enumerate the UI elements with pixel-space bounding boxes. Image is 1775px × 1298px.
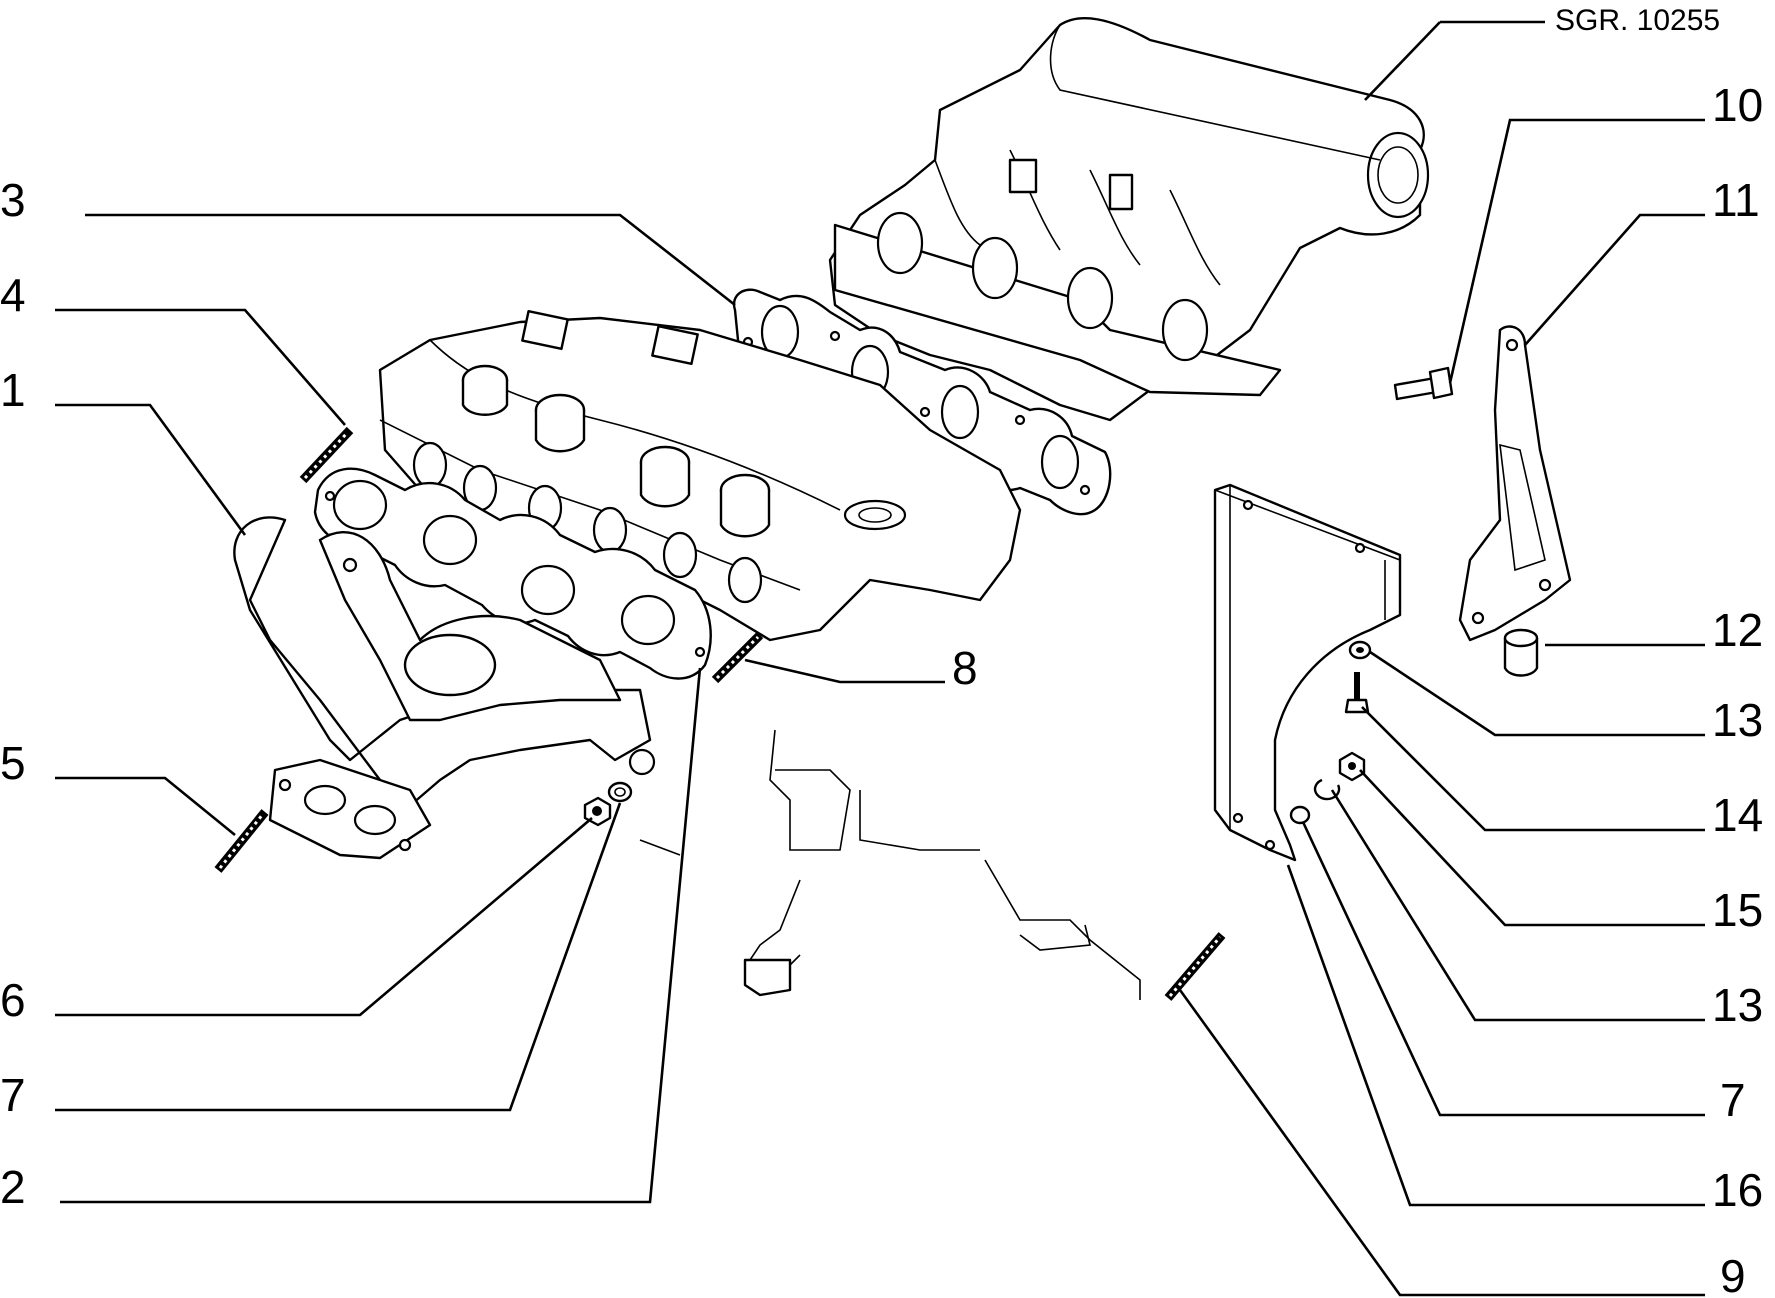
- nut-15: [1338, 751, 1366, 782]
- screw-14: [1344, 672, 1370, 714]
- spacer-12: [1503, 628, 1539, 677]
- callout-14: 14: [1712, 789, 1763, 841]
- callout-7-right: 7: [1720, 1074, 1746, 1126]
- callout-7: 7: [0, 1069, 26, 1121]
- drawing-reference: SGR. 10255: [1555, 4, 1720, 37]
- callout-5: 5: [0, 737, 26, 789]
- washer-13-top: [1348, 640, 1372, 660]
- callout-4: 4: [0, 269, 26, 321]
- callout-10: 10: [1712, 79, 1763, 131]
- intake-manifold: [828, 17, 1430, 422]
- washer-13-lower: [1313, 778, 1341, 801]
- callout-15: 15: [1712, 884, 1763, 936]
- exhaust-manifold: [233, 516, 656, 860]
- stud-4: [299, 426, 354, 484]
- stud-5: [214, 809, 269, 873]
- leader-lines: [55, 118, 1705, 1297]
- heat-shield: [1213, 483, 1402, 862]
- callout-6: 6: [0, 974, 26, 1026]
- washer-7-right: [1289, 805, 1311, 825]
- bracket-11: [1458, 325, 1572, 642]
- leader-ref: [1364, 21, 1441, 101]
- tappets: [461, 309, 771, 538]
- callout-3: 3: [0, 174, 26, 226]
- callout-13-lower: 13: [1712, 979, 1763, 1031]
- cylinder-head: [378, 309, 1022, 642]
- bolt-10: [1393, 366, 1454, 401]
- callout-12: 12: [1712, 604, 1763, 656]
- callout-8: 8: [952, 642, 978, 694]
- callout-2: 2: [0, 1161, 26, 1213]
- callout-11: 11: [1712, 174, 1760, 226]
- exhaust-gasket: [313, 467, 712, 680]
- stud-9: [1164, 932, 1226, 1001]
- stud-8: [711, 631, 764, 684]
- callout-9: 9: [1720, 1250, 1746, 1298]
- callout-1: 1: [0, 364, 26, 416]
- engine-block-outline: [639, 729, 1141, 1000]
- callout-16: 16: [1712, 1164, 1763, 1216]
- washer-7: [607, 781, 633, 803]
- callout-13: 13: [1712, 694, 1763, 746]
